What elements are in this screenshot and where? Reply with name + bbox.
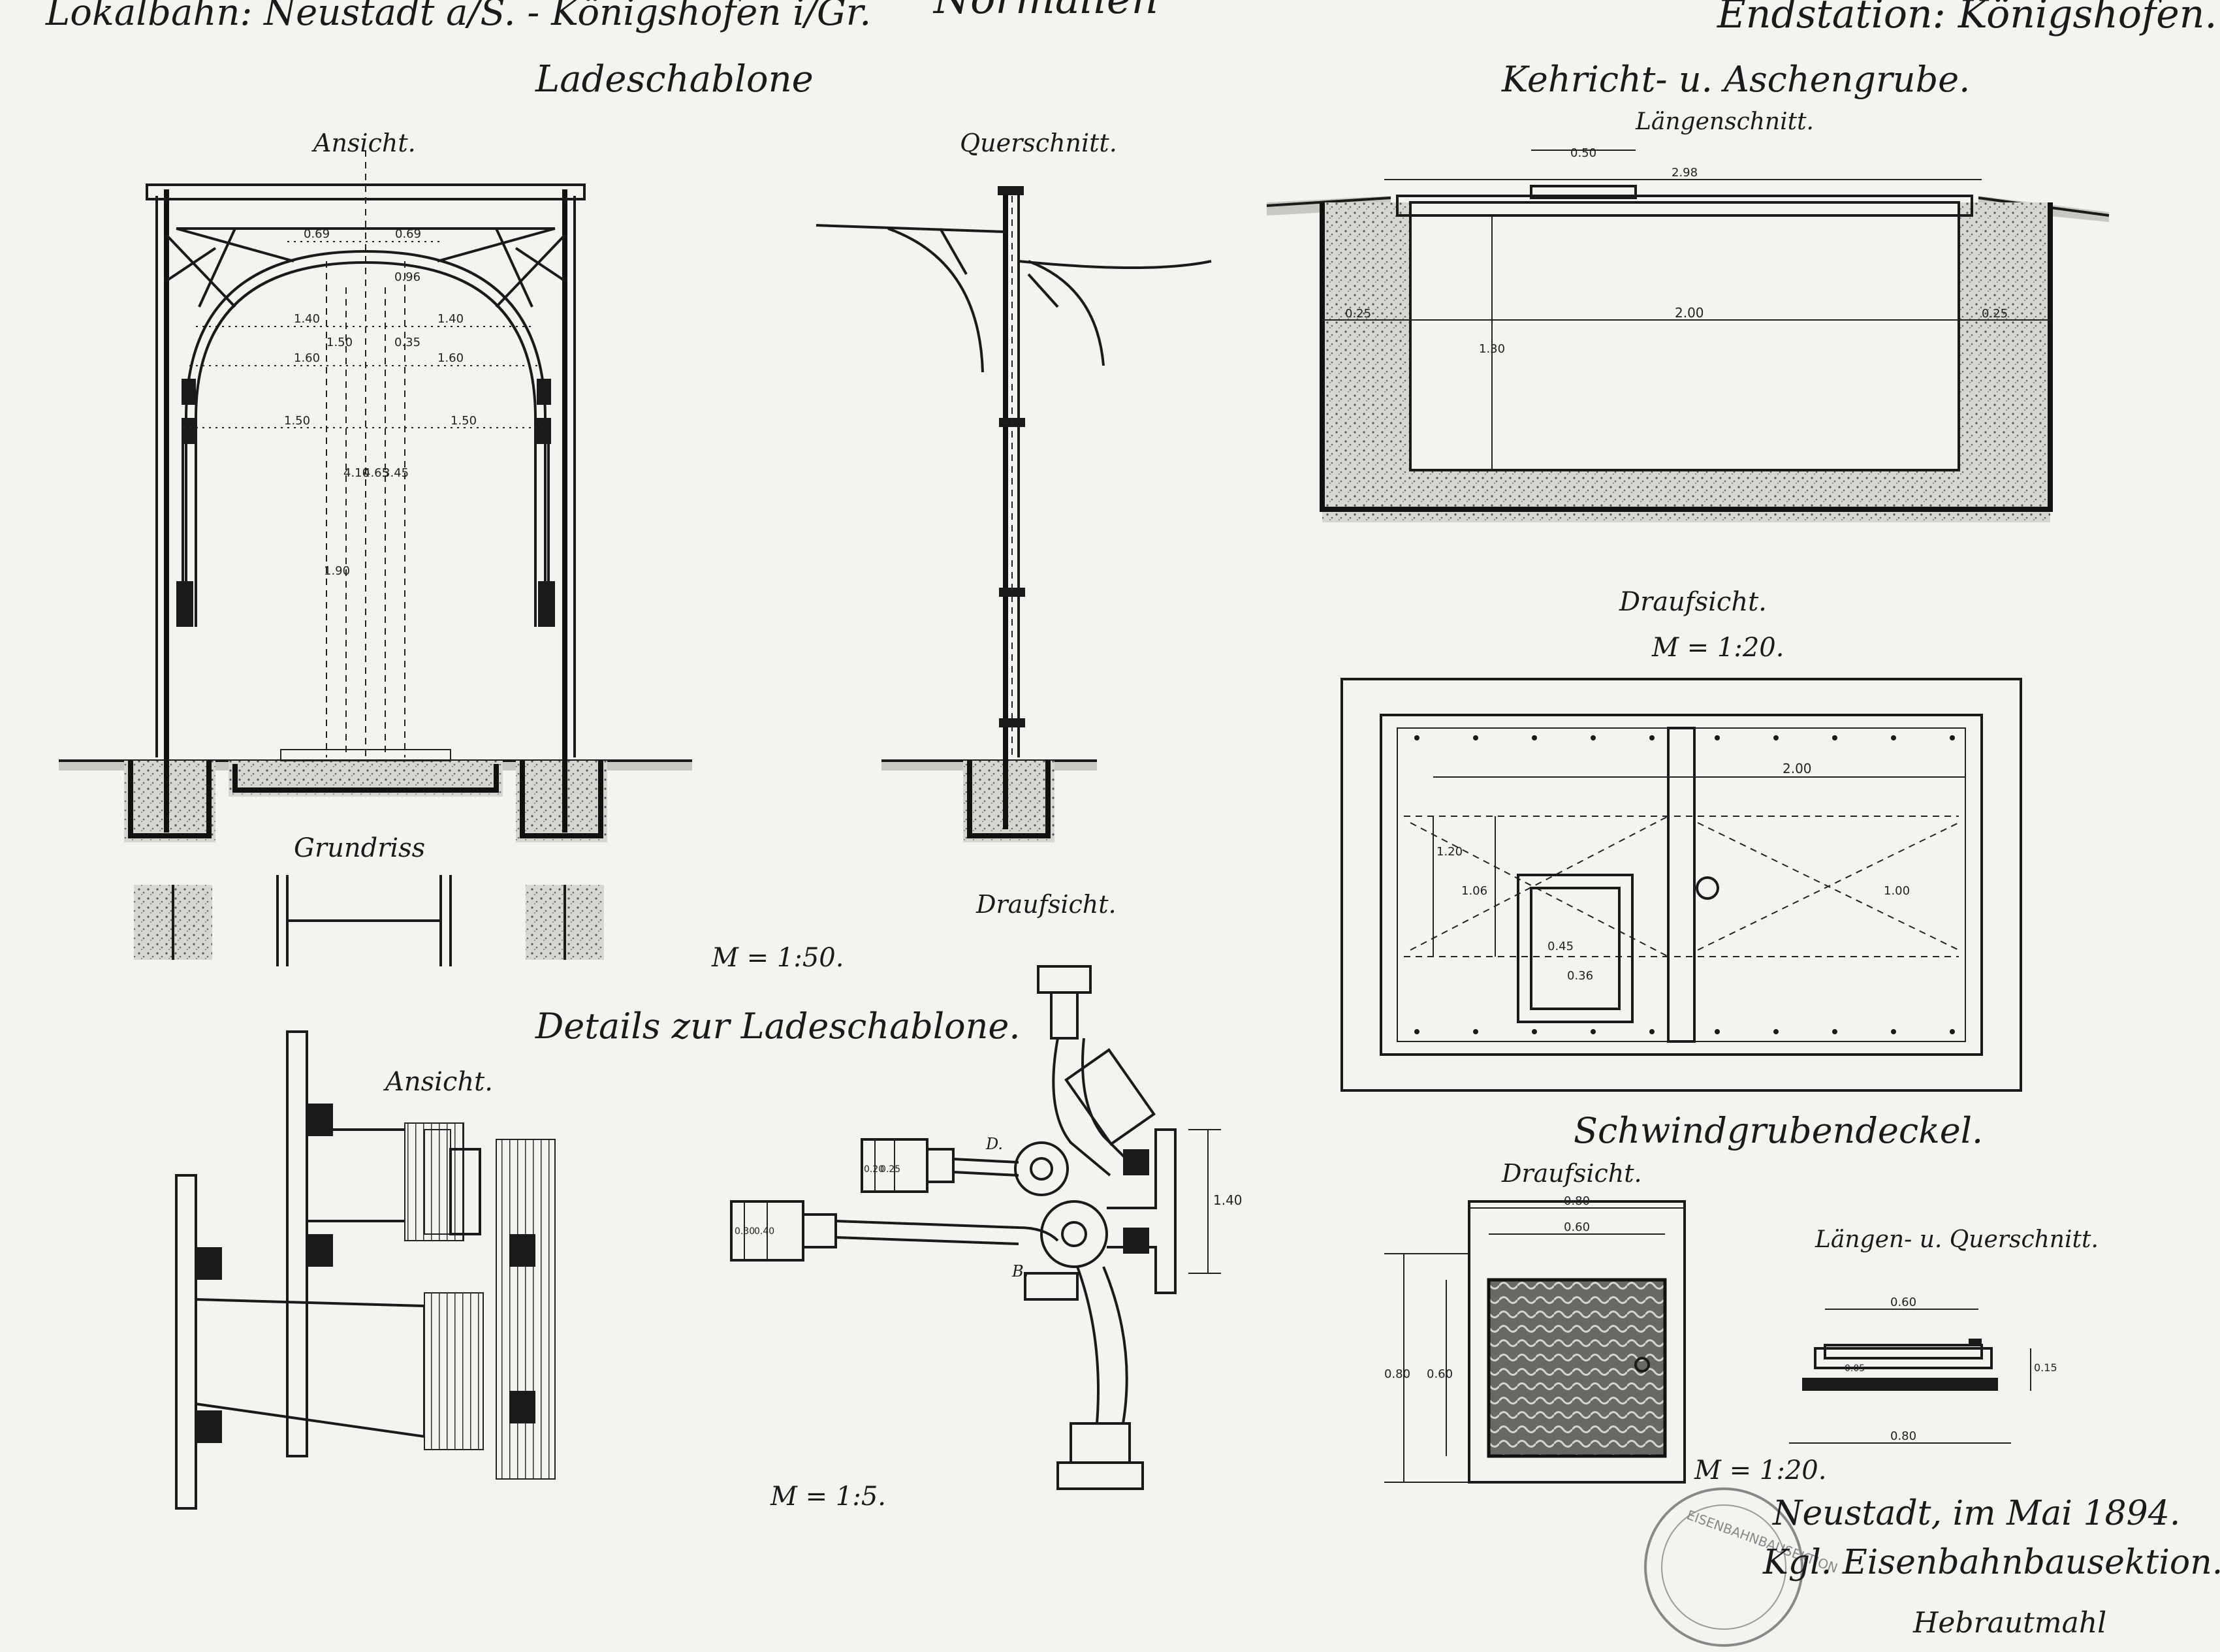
schwindgrube-draufsicht: 0.80 0.60 0.80 0.60	[1384, 1194, 1686, 1484]
dim-150-left: 1.50	[284, 414, 310, 428]
dim-035: 0.35	[394, 336, 420, 349]
sg-dim-080-side: 0.80	[1384, 1367, 1410, 1381]
sg-dim-s080: 0.80	[1890, 1429, 1916, 1443]
kehricht-scale: M = 1:20.	[1651, 633, 1784, 663]
grundriss-plan	[134, 875, 604, 966]
details-dim-140: 1.40	[1213, 1192, 1243, 1208]
dim-345: 3.45	[383, 466, 409, 480]
plan-dim-045: 0.45	[1547, 940, 1574, 953]
kehricht-draufsicht: 2.00 1.20 1.06 1.00 0.45 0.36	[1340, 678, 2022, 1092]
dim-140-left: 1.40	[294, 312, 320, 326]
details-label-d: D.	[985, 1135, 1003, 1153]
dim-069-left: 0.69	[304, 227, 330, 241]
kehricht-dim-025-right: 0.25	[1982, 307, 2008, 321]
ladeschablone-ansicht: 0.69 0.69 0.96 1.40 1.40 1.50 0.35 1.60 …	[59, 150, 692, 842]
schwindgrube-draufsicht-label: Draufsicht.	[1501, 1159, 1642, 1188]
kehricht-laengenschnitt: 0.50 2.98 0.25 0.25 2.00 1.30	[1266, 146, 2110, 522]
kehricht-dim-025-left: 0.25	[1345, 307, 1371, 321]
plan-dim-100: 1.00	[1884, 884, 1910, 898]
kehricht-draufsicht-label: Draufsicht.	[1619, 587, 1767, 617]
kehricht-dim-298: 2.98	[1672, 166, 1698, 180]
details-draufsicht-drawing: D. B. 1.40 0.20 0.25 0.30 0.40	[730, 965, 1243, 1490]
sg-dim-s060: 0.60	[1890, 1295, 1916, 1309]
schwindgrube-title: Schwindgrubendeckel.	[1574, 1110, 1983, 1151]
scale-1-5: M = 1:5.	[770, 1482, 886, 1512]
schwindgrube-schnitt: 0.60 0.05 0.15 0.80	[1789, 1295, 2057, 1444]
details-dim-025: 0.25	[880, 1164, 900, 1175]
plan-dim-120: 1.20	[1436, 845, 1463, 859]
kehricht-title: Kehricht- u. Aschengrube.	[1501, 59, 1970, 100]
kehricht-dim-200: 2.00	[1675, 305, 1704, 321]
kehricht-dim-050: 0.50	[1570, 146, 1596, 160]
laengenschnitt-label: Längenschnitt.	[1635, 108, 1814, 135]
dim-190: 1.90	[324, 564, 350, 578]
header-center: Normalien	[932, 0, 1158, 24]
ansicht-label: Ansicht.	[311, 129, 416, 157]
dim-150: 1.50	[326, 336, 353, 349]
dim-410: 4.10	[343, 466, 370, 480]
plan-dim-200: 2.00	[1783, 761, 1812, 776]
dim-160-left: 1.60	[294, 351, 320, 365]
details-dim-030: 0.30	[735, 1226, 755, 1237]
header-left: Lokalbahn: Neustadt a/S. - Königshofen i…	[45, 0, 871, 34]
grundriss-label: Grundriss	[294, 833, 425, 863]
plan-rivets	[1414, 735, 1955, 1034]
sg-dim-080-top: 0.80	[1564, 1194, 1590, 1208]
dim-096: 0.96	[394, 270, 420, 284]
dim-160-right: 1.60	[437, 351, 464, 365]
signature-name: Hebrautmahl	[1912, 1606, 2106, 1640]
kehricht-dim-130: 1.30	[1479, 342, 1505, 356]
dim-069-right: 0.69	[395, 227, 421, 241]
scale-1-50: M = 1:50.	[711, 943, 844, 973]
details-ansicht-label: Ansicht.	[383, 1067, 493, 1097]
details-ansicht-drawing	[175, 1030, 556, 1510]
sg-dim-060-top: 0.60	[1564, 1220, 1590, 1234]
details-title: Details zur Ladeschablone.	[535, 1006, 1021, 1047]
details-dim-040: 0.40	[754, 1226, 774, 1237]
querschnitt-label: Querschnitt.	[960, 129, 1117, 157]
header-right: Endstation: Königshofen.	[1717, 0, 2217, 37]
sg-dim-s015: 0.15	[2034, 1361, 2057, 1374]
details-label-b: B.	[1011, 1262, 1028, 1280]
ladeschablone-title: Ladeschablone	[535, 58, 814, 101]
sg-dim-060-side: 0.60	[1427, 1367, 1453, 1381]
plan-dim-106: 1.06	[1461, 884, 1487, 898]
details-dim-020: 0.20	[864, 1164, 884, 1175]
ladeschablone-querschnitt	[816, 186, 1212, 842]
dim-465: 4.65	[363, 466, 389, 480]
plan-dim-036: 0.36	[1567, 969, 1593, 983]
sg-dim-s005: 0.05	[1845, 1363, 1865, 1374]
signature-office: Kgl. Eisenbahnbausektion.	[1762, 1543, 2220, 1582]
draufsicht-label-small: Draufsicht.	[975, 890, 1117, 919]
schwindgrube-schnitt-label: Längen- u. Querschnitt.	[1815, 1226, 2099, 1253]
schwindgrube-scale: M = 1:20.	[1694, 1455, 1826, 1485]
dim-150-right: 1.50	[451, 414, 477, 428]
signature-place-date: Neustadt, im Mai 1894.	[1771, 1494, 2180, 1533]
dim-140-right: 1.40	[437, 312, 464, 326]
